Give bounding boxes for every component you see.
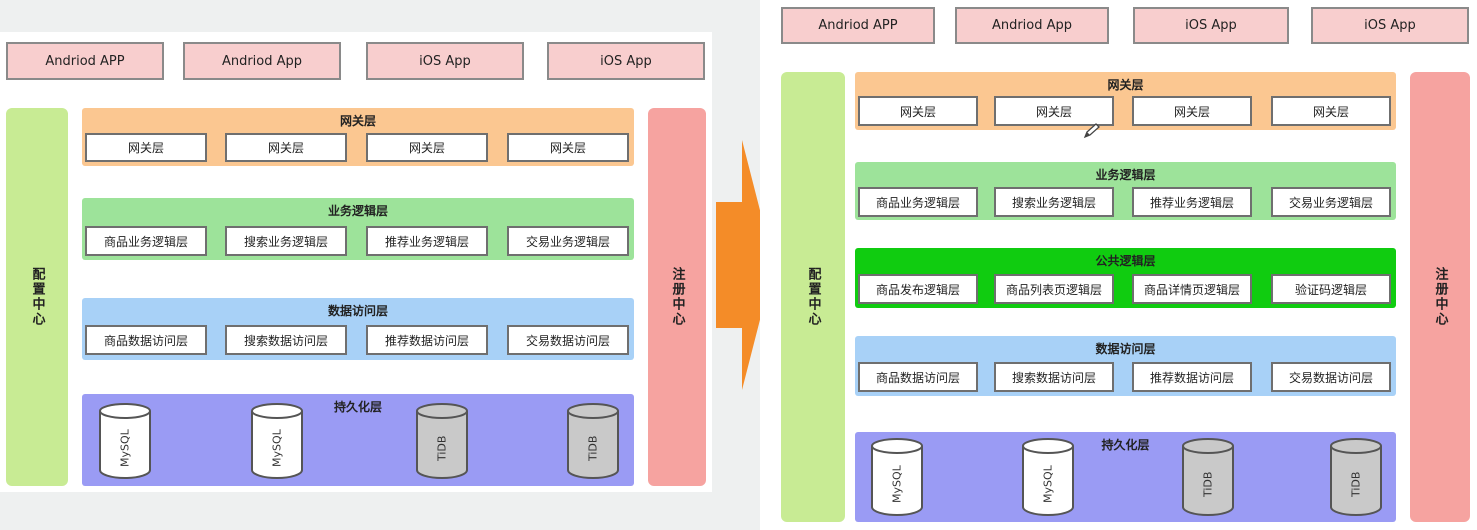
right-client-ios-2: iOS App: [1311, 7, 1469, 44]
pencil-cursor-icon: [1082, 122, 1102, 140]
layer-title: 业务逻辑层: [327, 204, 388, 218]
layer-title: 网关层: [339, 114, 376, 128]
right-data-access-layer: 数据访问层 商品数据访问层 搜索数据访问层 推荐数据访问层 交易数据访问层: [855, 336, 1396, 396]
left-client-ios-2: iOS App: [547, 42, 705, 80]
left-client-android-1: Andriod APP: [6, 42, 164, 80]
config-center-label: 配置中心: [29, 267, 45, 327]
common-box: 商品发布逻辑层: [858, 274, 978, 304]
data-access-box: 推荐数据访问层: [1132, 362, 1252, 392]
layer-title: 数据访问层: [327, 304, 388, 318]
gateway-box: 网关层: [1132, 96, 1252, 126]
db-label: MySQL: [118, 429, 132, 467]
db-label: TiDB: [1201, 471, 1215, 497]
data-access-box: 搜索数据访问层: [225, 325, 347, 355]
left-data-access-layer: 数据访问层 商品数据访问层 搜索数据访问层 推荐数据访问层 交易数据访问层: [82, 298, 634, 360]
gateway-box: 网关层: [858, 96, 978, 126]
right-persistence-layer: 持久化层 MySQL MySQL TiDB TiDB: [855, 432, 1396, 522]
gateway-box: 网关层: [85, 133, 207, 162]
right-common-layer: 公共逻辑层 商品发布逻辑层 商品列表页逻辑层 商品详情页逻辑层 验证码逻辑层: [855, 248, 1396, 308]
data-access-box: 交易数据访问层: [1271, 362, 1391, 392]
db-label: MySQL: [270, 429, 284, 467]
business-box: 推荐业务逻辑层: [1132, 187, 1252, 217]
layer-title: 网关层: [1107, 78, 1144, 92]
config-center-label: 配置中心: [805, 267, 821, 327]
business-box: 商品业务逻辑层: [85, 226, 207, 256]
mysql-db-icon: MySQL: [250, 402, 304, 480]
mysql-db-icon: MySQL: [98, 402, 152, 480]
left-registry-center: 注册中心: [648, 108, 706, 486]
left-config-center: 配置中心: [6, 108, 68, 486]
business-box: 商品业务逻辑层: [858, 187, 978, 217]
layer-title: 持久化层: [1101, 438, 1150, 452]
mysql-db-icon: MySQL: [1021, 437, 1075, 517]
business-box: 搜索业务逻辑层: [225, 226, 347, 256]
left-persistence-layer: 持久化层 MySQL MySQL TiDB TiDB: [82, 394, 634, 486]
business-box: 交易业务逻辑层: [507, 226, 629, 256]
tidb-db-icon: TiDB: [415, 402, 469, 480]
layer-title: 业务逻辑层: [1095, 168, 1156, 182]
left-client-ios-1: iOS App: [366, 42, 524, 80]
common-box: 验证码逻辑层: [1271, 274, 1391, 304]
db-label: MySQL: [1041, 465, 1055, 503]
data-access-box: 推荐数据访问层: [366, 325, 488, 355]
db-label: TiDB: [1349, 471, 1363, 497]
db-label: MySQL: [890, 465, 904, 503]
left-gateway-layer: 网关层 网关层 网关层 网关层 网关层: [82, 108, 634, 166]
tidb-db-icon: TiDB: [566, 402, 620, 480]
gateway-box: 网关层: [994, 96, 1114, 126]
layer-title: 公共逻辑层: [1095, 254, 1156, 268]
left-business-layer: 业务逻辑层 商品业务逻辑层 搜索业务逻辑层 推荐业务逻辑层 交易业务逻辑层: [82, 198, 634, 260]
transition-arrow-icon: [716, 140, 774, 390]
db-label: TiDB: [586, 435, 600, 461]
right-business-layer: 业务逻辑层 商品业务逻辑层 搜索业务逻辑层 推荐业务逻辑层 交易业务逻辑层: [855, 162, 1396, 220]
gateway-box: 网关层: [507, 133, 629, 162]
mysql-db-icon: MySQL: [870, 437, 924, 517]
right-client-ios-1: iOS App: [1133, 7, 1289, 44]
left-client-android-2: Andriod App: [183, 42, 341, 80]
right-registry-center: 注册中心: [1410, 72, 1470, 522]
db-label: TiDB: [435, 435, 449, 461]
data-access-box: 商品数据访问层: [858, 362, 978, 392]
data-access-box: 商品数据访问层: [85, 325, 207, 355]
layer-title: 数据访问层: [1095, 342, 1156, 356]
right-config-center: 配置中心: [781, 72, 845, 522]
gateway-box: 网关层: [366, 133, 488, 162]
common-box: 商品详情页逻辑层: [1132, 274, 1252, 304]
registry-center-label: 注册中心: [1432, 267, 1448, 327]
gateway-box: 网关层: [225, 133, 347, 162]
tidb-db-icon: TiDB: [1329, 437, 1383, 517]
business-box: 搜索业务逻辑层: [994, 187, 1114, 217]
common-box: 商品列表页逻辑层: [994, 274, 1114, 304]
data-access-box: 搜索数据访问层: [994, 362, 1114, 392]
layer-title: 持久化层: [333, 400, 382, 414]
data-access-box: 交易数据访问层: [507, 325, 629, 355]
right-client-android-1: Andriod APP: [781, 7, 935, 44]
business-box: 推荐业务逻辑层: [366, 226, 488, 256]
gateway-box: 网关层: [1271, 96, 1391, 126]
tidb-db-icon: TiDB: [1181, 437, 1235, 517]
registry-center-label: 注册中心: [669, 267, 685, 327]
right-client-android-2: Andriod App: [955, 7, 1109, 44]
business-box: 交易业务逻辑层: [1271, 187, 1391, 217]
right-gateway-layer: 网关层 网关层 网关层 网关层 网关层: [855, 72, 1396, 130]
